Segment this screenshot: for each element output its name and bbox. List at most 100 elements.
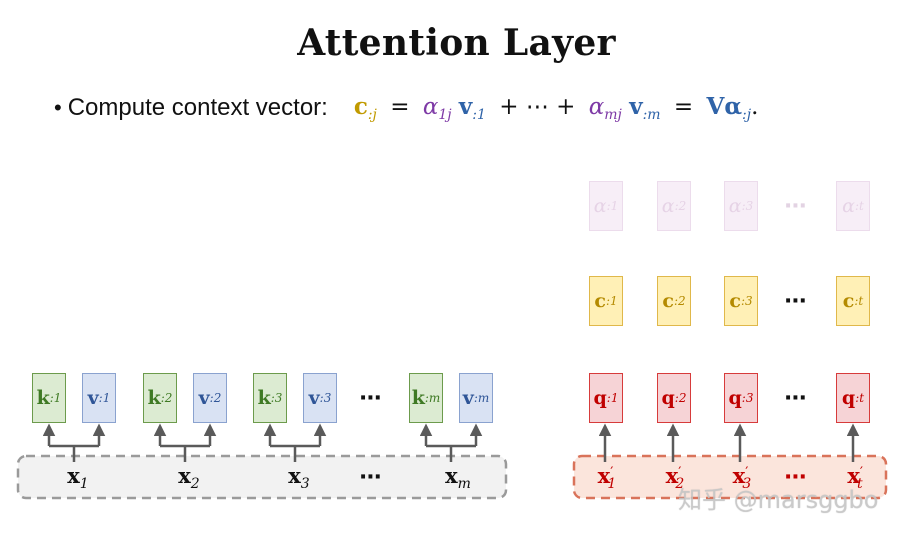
- key-symbol: k: [257, 387, 271, 409]
- context-symbol: c: [594, 290, 606, 312]
- eq-v1-sub: :1: [472, 107, 486, 123]
- query-sub: :1: [606, 391, 619, 405]
- eq-alpha1-sub: 1j: [438, 107, 452, 123]
- eq-vm-sub: :m: [642, 107, 661, 123]
- encoder-input-ellipsis: ⋯: [359, 465, 385, 490]
- context-ellipsis: ⋯: [784, 289, 810, 314]
- x-prime-mark: ′: [678, 465, 682, 481]
- x-prime-sub: 2: [675, 476, 685, 492]
- query-symbol: q: [841, 387, 856, 409]
- x-symbol: x: [445, 463, 458, 488]
- x-prime-symbol: x: [665, 463, 679, 488]
- query-box-3: q:3: [724, 373, 758, 423]
- context-vector-equation: c:j = α1j v:1 + ⋯ + αmj v:m = Vα:j.: [354, 93, 759, 123]
- zhihu-watermark: 知乎 @marsggbo: [678, 486, 879, 514]
- x-sub: 1: [79, 476, 89, 492]
- context-box-1: c:1: [589, 276, 623, 326]
- eq-alpha-bold: α: [724, 93, 743, 120]
- x-prime-mark: ′: [610, 465, 614, 481]
- encoder-fork-1: [42, 423, 106, 462]
- alpha-sub: :3: [741, 199, 754, 213]
- alpha-box-1: α:1: [589, 181, 623, 231]
- value-box-3: v:3: [303, 373, 337, 423]
- context-box-t: c:t: [836, 276, 870, 326]
- alpha-box-t: α:t: [836, 181, 870, 231]
- alpha-symbol: α: [842, 195, 855, 217]
- alpha-sub: :1: [606, 199, 619, 213]
- eq-v1: v: [458, 93, 473, 120]
- eq-c: c: [353, 93, 368, 120]
- eq-alpham: α: [588, 94, 605, 120]
- key-symbol: k: [147, 387, 161, 409]
- query-box-1: q:1: [589, 373, 623, 423]
- key-box-2: k:2: [143, 373, 177, 423]
- key-box-1: k:1: [32, 373, 66, 423]
- x-prime-sub: 3: [742, 476, 752, 492]
- key-sub: :2: [160, 391, 173, 405]
- encoder-input-x3: x3: [288, 463, 309, 492]
- key-symbol: k: [411, 387, 425, 409]
- query-symbol: q: [661, 387, 675, 409]
- alpha-ellipsis: ⋯: [784, 194, 810, 219]
- eq-alpha-bold-sub: :j: [742, 107, 752, 123]
- x-symbol: x: [67, 463, 80, 488]
- query-sub: :t: [855, 391, 865, 405]
- alpha-sub: :2: [674, 199, 687, 213]
- alpha-symbol: α: [728, 195, 742, 217]
- eq-V: V: [706, 93, 725, 120]
- x-prime-sub: t: [857, 476, 863, 492]
- context-sub: :2: [673, 294, 686, 308]
- bullet-text: Compute context vector:: [67, 94, 328, 121]
- query-sub: :3: [741, 391, 754, 405]
- x-symbol: x: [178, 463, 191, 488]
- value-sub: :1: [98, 391, 111, 405]
- key-sub: :1: [49, 391, 62, 405]
- encoder-box-ellipsis: ⋯: [359, 386, 385, 411]
- value-symbol: v: [198, 387, 210, 409]
- key-sub: :3: [270, 391, 283, 405]
- context-box-2: c:2: [657, 276, 691, 326]
- x-prime-symbol: x: [597, 463, 611, 488]
- value-symbol: v: [308, 387, 320, 409]
- alpha-sub: :t: [854, 199, 864, 213]
- decoder-input-x1: x′1: [598, 463, 617, 492]
- decoder-input-x3: x′3: [733, 463, 752, 492]
- context-sub: :1: [605, 294, 618, 308]
- alpha-symbol: α: [661, 195, 675, 217]
- decoder-input-xt: x′t: [847, 463, 863, 492]
- x-prime-sub: 1: [607, 476, 617, 492]
- key-box-m: k:m: [409, 373, 443, 423]
- eq-equals-2: =: [673, 94, 694, 120]
- context-sub: :t: [854, 294, 864, 308]
- value-sub: :2: [209, 391, 222, 405]
- key-symbol: k: [36, 387, 50, 409]
- value-symbol: v: [87, 387, 99, 409]
- x-symbol: x: [288, 463, 301, 488]
- query-ellipsis: ⋯: [784, 386, 810, 411]
- bullet-compute-context: • Compute context vector: c:j = α1j v:1 …: [54, 90, 758, 126]
- eq-alpha1: α: [422, 94, 439, 120]
- x-prime-symbol: x: [847, 463, 860, 488]
- value-sub: :m: [473, 391, 490, 405]
- context-symbol: c: [842, 290, 855, 312]
- slide-title: Attention Layer: [297, 22, 616, 64]
- x-sub: m: [457, 476, 471, 492]
- eq-period: .: [751, 94, 759, 120]
- alpha-box-2: α:2: [657, 181, 691, 231]
- decoder-input-x2: x′2: [666, 463, 685, 492]
- eq-plus-dots: + ⋯ +: [499, 94, 576, 120]
- value-box-1: v:1: [82, 373, 116, 423]
- alpha-symbol: α: [593, 195, 607, 217]
- encoder-input-xm: xm: [445, 463, 471, 492]
- eq-alpham-sub: mj: [604, 107, 622, 123]
- query-box-t: q:t: [836, 373, 870, 423]
- encoder-fork-3: [263, 423, 327, 462]
- context-sub: :3: [740, 294, 753, 308]
- encoder-input-x1: x1: [67, 463, 88, 492]
- eq-equals: =: [390, 94, 410, 120]
- x-sub: 2: [190, 476, 200, 492]
- encoder-input-x2: x2: [178, 463, 199, 492]
- query-sub: :2: [674, 391, 687, 405]
- encoder-fork-2: [153, 423, 217, 462]
